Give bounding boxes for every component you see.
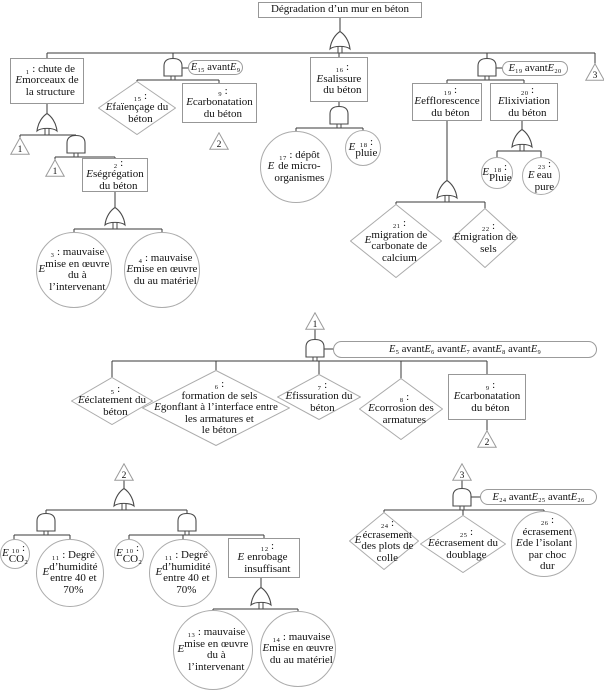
transfer-number: 2 [484, 438, 490, 448]
and-gate [329, 105, 349, 129]
transfer-number: 1 [17, 145, 23, 155]
transfer-triangle-1b: 1 [45, 159, 65, 177]
transfer-triangle-2a: 2 [209, 132, 229, 150]
priority-and-gate [305, 338, 325, 362]
top-event-box: Dégradation d’un mur en béton [258, 2, 422, 18]
transfer-triangle-2-in: 2 [114, 463, 134, 481]
transfer-triangle-1-in: 1 [305, 312, 325, 330]
transfer-number: 1 [52, 167, 58, 177]
or-gate [436, 179, 458, 203]
or-gate [250, 586, 272, 610]
or-gate [104, 206, 126, 230]
transfer-number: 1 [312, 320, 318, 330]
priority-and-gate [163, 57, 183, 81]
or-gate [36, 112, 58, 136]
transfer-number: 2 [121, 471, 127, 481]
transfer-triangle-2b: 2 [477, 430, 497, 448]
or-gate [329, 30, 351, 54]
and-gate [36, 512, 56, 536]
transfer-triangle-1a: 1 [10, 137, 30, 155]
priority-and-gate [477, 57, 497, 81]
transfer-number: 2 [216, 140, 222, 150]
priority-and-gate [452, 487, 472, 511]
or-gate [511, 128, 533, 152]
transfer-triangle-3-in: 3 [452, 463, 472, 481]
transfer-number: 3 [592, 71, 598, 81]
and-gate [66, 134, 86, 158]
transfer-number: 3 [459, 471, 465, 481]
or-gate [113, 487, 135, 511]
and-gate [177, 512, 197, 536]
transfer-triangle-3a: 3 [585, 63, 604, 81]
